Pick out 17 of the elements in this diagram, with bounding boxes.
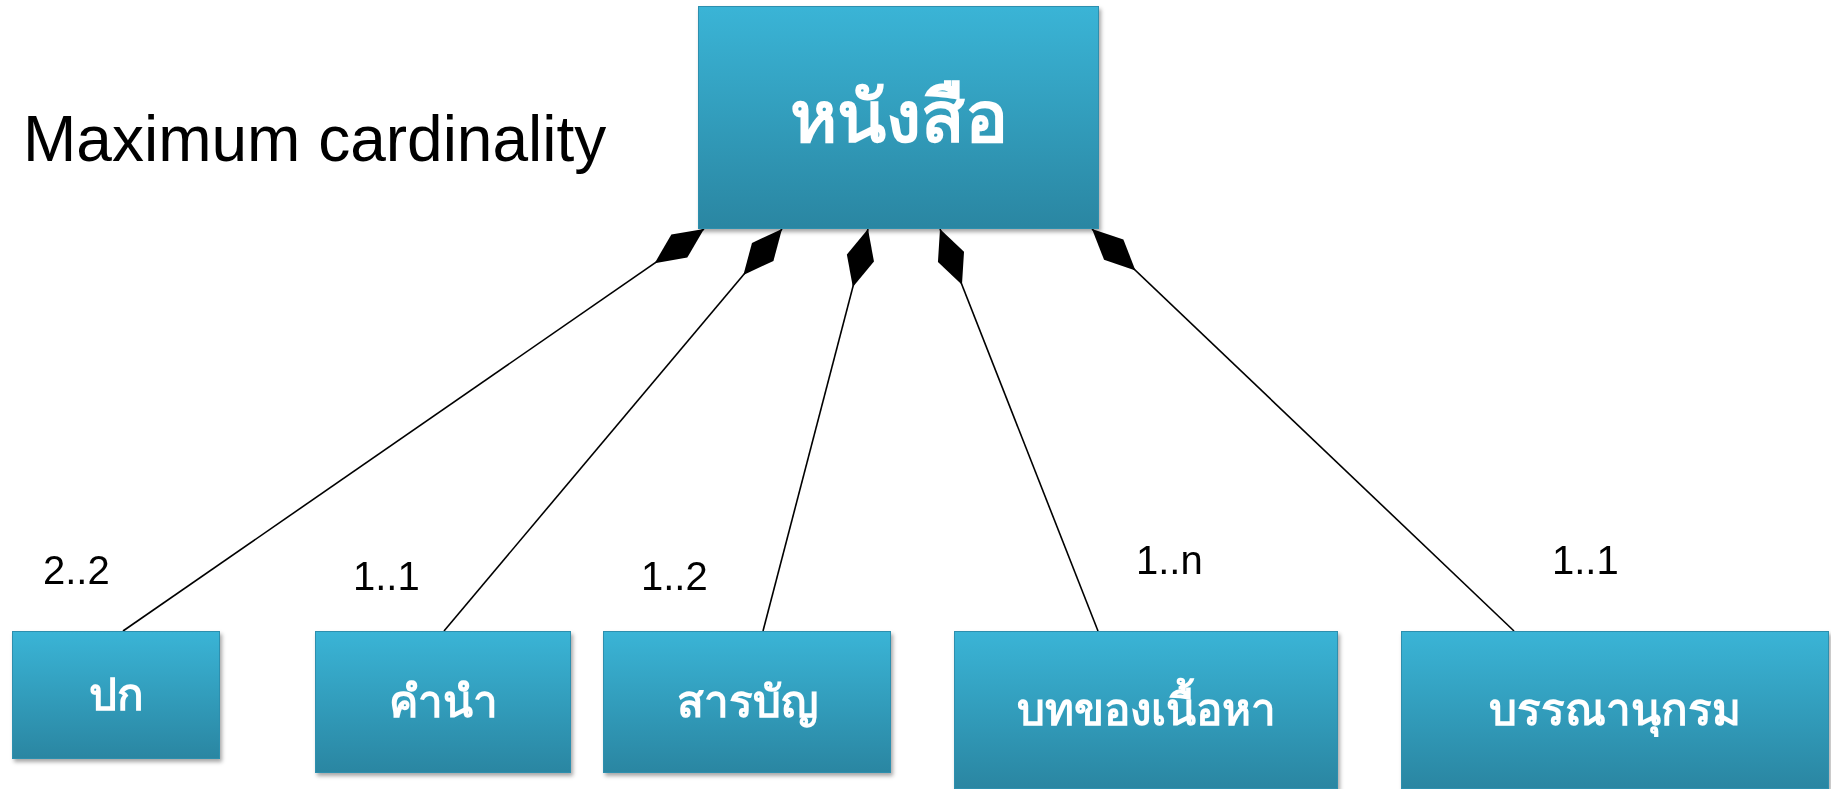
cardinality-label: 1..1 (1552, 538, 1619, 582)
heading-label: Maximum cardinality (23, 104, 607, 175)
cardinality-label: 1..2 (641, 554, 708, 598)
cardinality-label: 2..2 (43, 548, 110, 592)
entity-box: สารบัญ (603, 631, 891, 773)
composition-connector (1091, 228, 1515, 632)
entity-box: คำนำ (315, 631, 571, 773)
composition-connector (122, 228, 705, 632)
entity-box: บทของเนื้อหา (954, 631, 1338, 789)
cardinality-label: 1..1 (353, 554, 420, 598)
cardinality-label: 1..n (1136, 538, 1203, 582)
composition-connector (762, 228, 874, 632)
composition-connector (443, 228, 783, 632)
entity-box: ปก (12, 631, 220, 759)
entity-box: บรรณานุกรม (1401, 631, 1829, 789)
composition-connector (937, 228, 1099, 632)
entity-box: หนังสือ (698, 6, 1099, 229)
